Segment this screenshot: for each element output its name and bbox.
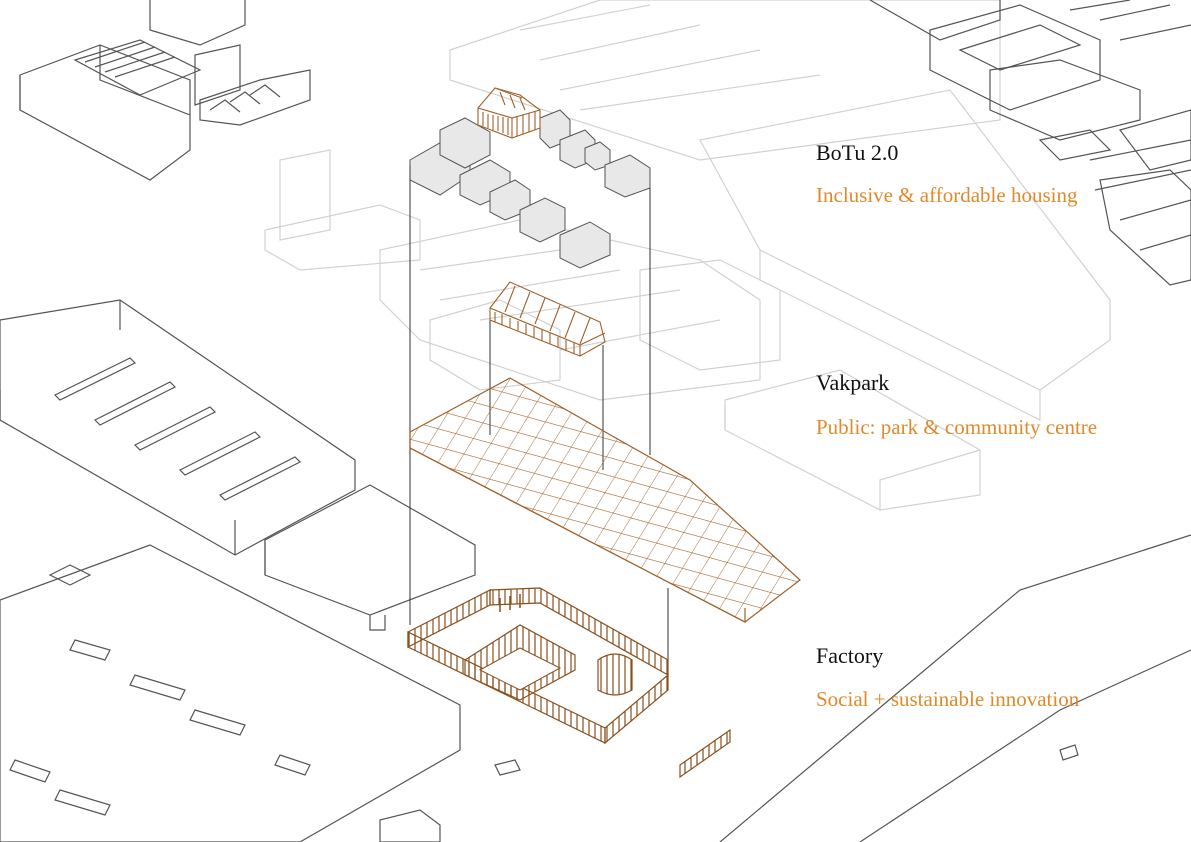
house-6 — [559, 221, 611, 269]
botu-timber-frame — [477, 87, 541, 139]
factory-loose-element — [679, 728, 731, 779]
factory-subtitle: Social + sustainable innovation — [816, 687, 1080, 711]
botu-title: BoTu 2.0 — [816, 140, 899, 165]
botu-housing-layer — [409, 87, 651, 269]
house-2 — [439, 117, 491, 169]
factory-layer — [407, 587, 731, 779]
vakpark-timber-grid — [409, 377, 801, 623]
dark-context-buildings-top-right — [869, 0, 1191, 286]
factory-round-pavilion — [597, 653, 633, 696]
dark-context-road-right — [719, 534, 1191, 842]
dark-context-buildings-top-left — [19, 0, 311, 181]
botu-subtitle: Inclusive & affordable housing — [816, 183, 1078, 207]
vakpark-title: Vakpark — [816, 370, 890, 395]
vakpark-subtitle: Public: park & community centre — [816, 415, 1098, 439]
dark-context-warehouses-left — [0, 299, 521, 842]
house-10 — [604, 154, 651, 198]
factory-title: Factory — [816, 643, 884, 668]
house-5 — [519, 197, 566, 243]
vakpark-layer — [409, 281, 801, 623]
community-centre-frame — [489, 281, 606, 357]
